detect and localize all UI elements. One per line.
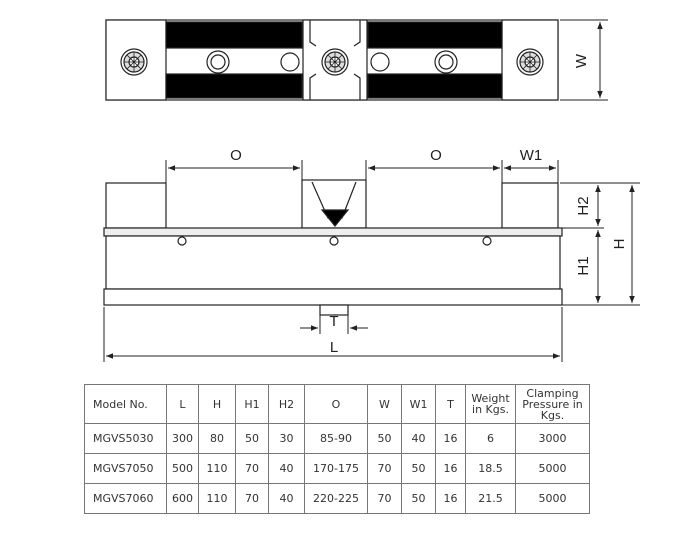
table-cell: 110 bbox=[198, 453, 236, 484]
dimension-w bbox=[560, 19, 608, 101]
table-cell: 40 bbox=[268, 483, 305, 514]
body-hole bbox=[329, 236, 339, 246]
table-cell: MGVS7050 bbox=[84, 453, 167, 484]
table-cell: 50 bbox=[401, 483, 436, 514]
rail-right-upper bbox=[367, 21, 503, 49]
table-row: MGVS5030 300 80 50 30 85-90 50 40 16 6 3… bbox=[84, 423, 590, 454]
table-cell: 220-225 bbox=[304, 483, 368, 514]
table-cell: 70 bbox=[367, 483, 402, 514]
body-hole bbox=[482, 236, 492, 246]
top-rail bbox=[103, 227, 563, 237]
table-cell: 6 bbox=[465, 423, 516, 454]
table-cell: 16 bbox=[435, 453, 466, 484]
column-header: L bbox=[166, 384, 199, 424]
table-cell: 70 bbox=[367, 453, 402, 484]
dimension-label-h: H bbox=[611, 239, 628, 250]
body-hole bbox=[177, 236, 187, 246]
table-cell: 600 bbox=[166, 483, 199, 514]
column-header: H bbox=[198, 384, 236, 424]
dimension-heights bbox=[560, 182, 640, 306]
center-jaw-notch bbox=[309, 20, 361, 100]
dimension-label-t: T bbox=[329, 313, 338, 330]
dimension-label-o-left: O bbox=[230, 147, 242, 164]
table-cell: 70 bbox=[235, 483, 269, 514]
column-header: H1 bbox=[235, 384, 269, 424]
rail-hole bbox=[438, 54, 454, 70]
column-header: H2 bbox=[268, 384, 305, 424]
vise-technical-drawing: W O O W1 bbox=[103, 19, 640, 362]
rail-hole bbox=[210, 54, 226, 70]
column-header: Clamping Pressure in Kgs. bbox=[515, 384, 590, 424]
table-cell: 500 bbox=[166, 453, 199, 484]
dimension-label-h1: H1 bbox=[575, 256, 592, 275]
rail-hole bbox=[280, 52, 300, 72]
table-header-row: Model No. L H H1 H2 O W W1 T Weight in K… bbox=[84, 384, 590, 424]
table-row: MGVS7050 500 110 70 40 170-175 70 50 16 … bbox=[84, 453, 590, 484]
bolt-head-icon bbox=[120, 48, 148, 76]
dimension-o bbox=[165, 160, 559, 183]
table-cell: MGVS7060 bbox=[84, 483, 167, 514]
table-cell: 170-175 bbox=[304, 453, 368, 484]
t-key bbox=[319, 304, 349, 316]
table-cell: 50 bbox=[235, 423, 269, 454]
column-header: W1 bbox=[401, 384, 436, 424]
dimension-label-w1: W1 bbox=[520, 147, 543, 164]
table-cell: 300 bbox=[166, 423, 199, 454]
column-header: T bbox=[435, 384, 466, 424]
table-cell: MGVS5030 bbox=[84, 423, 167, 454]
dimension-label-h2: H2 bbox=[575, 196, 592, 215]
table-cell: 40 bbox=[268, 453, 305, 484]
table-cell: 40 bbox=[401, 423, 436, 454]
base-plate bbox=[103, 288, 563, 306]
column-header: O bbox=[304, 384, 368, 424]
table-cell: 16 bbox=[435, 483, 466, 514]
bolt-head-icon bbox=[516, 48, 544, 76]
left-jaw bbox=[105, 182, 167, 229]
rail-left-lower bbox=[165, 73, 303, 99]
top-view bbox=[105, 19, 559, 101]
dimension-label-l: L bbox=[330, 339, 338, 356]
v-groove-hatch bbox=[320, 209, 350, 227]
dimension-t bbox=[300, 315, 368, 334]
bolt-head-icon bbox=[321, 48, 349, 76]
right-jaw bbox=[501, 182, 559, 229]
table-cell: 3000 bbox=[515, 423, 590, 454]
table-cell: 21.5 bbox=[465, 483, 516, 514]
front-view bbox=[103, 179, 563, 316]
dimension-l bbox=[103, 307, 563, 362]
column-header: Weight in Kgs. bbox=[465, 384, 516, 424]
table-cell: 30 bbox=[268, 423, 305, 454]
rail-left-upper bbox=[165, 21, 303, 49]
table-cell: 16 bbox=[435, 423, 466, 454]
dimension-label-o-right: O bbox=[430, 147, 442, 164]
rail-right-lower bbox=[367, 73, 503, 99]
specification-table: Model No. L H H1 H2 O W W1 T Weight in K… bbox=[84, 384, 590, 514]
table-cell: 80 bbox=[198, 423, 236, 454]
table-cell: 110 bbox=[198, 483, 236, 514]
table-cell: 5000 bbox=[515, 453, 590, 484]
table-cell: 5000 bbox=[515, 483, 590, 514]
column-header: Model No. bbox=[84, 384, 167, 424]
table-cell: 18.5 bbox=[465, 453, 516, 484]
table-cell: 85-90 bbox=[304, 423, 368, 454]
table-cell: 50 bbox=[401, 453, 436, 484]
dimension-label-w: W bbox=[573, 53, 590, 68]
column-header: W bbox=[367, 384, 402, 424]
rail-hole bbox=[370, 52, 390, 72]
table-row: MGVS7060 600 110 70 40 220-225 70 50 16 … bbox=[84, 483, 590, 514]
table-cell: 50 bbox=[367, 423, 402, 454]
table-cell: 70 bbox=[235, 453, 269, 484]
